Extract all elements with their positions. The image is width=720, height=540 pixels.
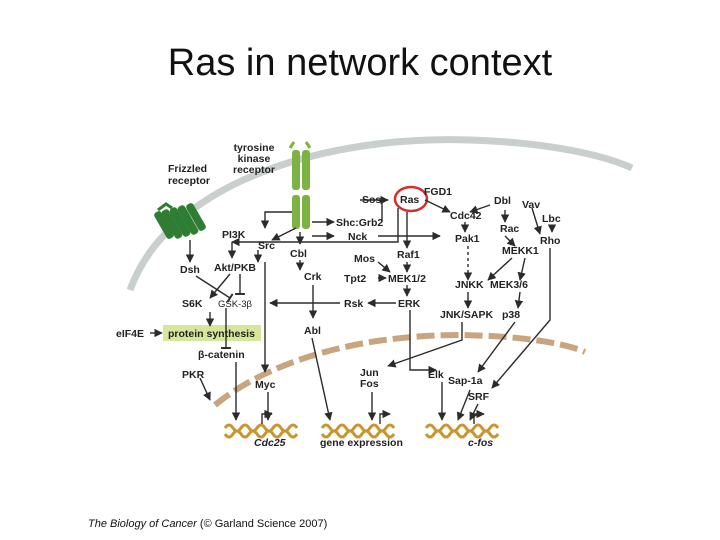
label-jnkk: JNKK xyxy=(455,279,484,291)
label-dbl: Dbl xyxy=(494,195,511,207)
label-gene-expression: gene expression xyxy=(320,437,403,449)
label-tpt2: Tpt2 xyxy=(344,273,366,285)
pathway-edges xyxy=(150,195,557,424)
label-pak1: Pak1 xyxy=(455,233,480,245)
label-rsk: Rsk xyxy=(344,298,363,310)
label-cbl: Cbl xyxy=(290,248,307,260)
label-protein-synthesis: protein synthesis xyxy=(168,328,255,340)
label-dsh: Dsh xyxy=(180,264,200,276)
label-nck: Nck xyxy=(348,231,367,243)
source-caption: The Biology of Cancer (© Garland Science… xyxy=(88,518,327,530)
label-p38: p38 xyxy=(502,309,520,321)
label-beta-catenin: β-catenin xyxy=(198,349,245,361)
label-mos: Mos xyxy=(354,253,375,265)
label-pkr: PKR xyxy=(182,369,205,381)
label-rho: Rho xyxy=(540,235,560,247)
label-sos: Sos xyxy=(362,194,381,206)
label-frizzled-receptor-2: receptor xyxy=(168,175,210,187)
label-jnk-sapk: JNK/SAPK xyxy=(440,309,494,321)
label-crk: Crk xyxy=(304,271,322,283)
dna-c-fos xyxy=(424,423,500,439)
label-myc: Myc xyxy=(255,379,276,391)
label-mek36: MEK3/6 xyxy=(490,279,528,291)
dna-cdc25 xyxy=(223,423,299,439)
label-erk: ERK xyxy=(398,298,421,310)
label-frizzled-receptor-1: Frizzled xyxy=(168,163,207,175)
label-rtk-3: receptor xyxy=(233,164,275,176)
label-src: Src xyxy=(258,240,275,252)
label-sap1a: Sap-1a xyxy=(448,375,483,387)
label-akt-pkb: Akt/PKB xyxy=(214,262,256,274)
label-gsk3b: GSK-3β xyxy=(218,299,253,310)
label-rac: Rac xyxy=(500,223,519,235)
label-c-fos: c-fos xyxy=(468,437,493,449)
label-ras: Ras xyxy=(400,194,419,206)
label-srf: SRF xyxy=(468,391,490,403)
label-vav: Vav xyxy=(522,199,540,211)
ras-highlight-circle xyxy=(393,185,429,213)
label-shc-grb2: Shc:Grb2 xyxy=(336,217,383,229)
label-jun: Jun xyxy=(360,367,379,379)
label-mekk1: MEKK1 xyxy=(502,245,539,257)
caption-book-title: The Biology of Cancer xyxy=(88,518,197,530)
protein-synthesis-box xyxy=(163,325,261,341)
label-abl: Abl xyxy=(304,325,321,337)
nuclear-membrane xyxy=(213,331,587,408)
label-elk: Elk xyxy=(428,369,444,381)
label-s6k: S6K xyxy=(182,298,203,310)
label-pi3k: PI3K xyxy=(222,229,246,241)
label-lbc: Lbc xyxy=(542,213,561,225)
label-fgd1: FGD1 xyxy=(424,186,452,198)
label-eif4e: eIF4E xyxy=(116,328,144,340)
label-mek12: MEK1/2 xyxy=(388,273,426,285)
tyrosine-kinase-receptor-shape xyxy=(288,141,312,229)
label-raf1: Raf1 xyxy=(397,249,420,261)
label-rtk-2: kinase xyxy=(238,153,271,165)
label-fos: Fos xyxy=(360,378,379,390)
label-cdc25: Cdc25 xyxy=(254,437,286,449)
frizzled-receptor-shape xyxy=(154,202,206,239)
caption-copyright: (© Garland Science 2007) xyxy=(196,518,328,530)
dna-gene-expression xyxy=(320,423,396,439)
label-cdc42: Cdc42 xyxy=(450,210,482,222)
slide-title: Ras in network context xyxy=(167,42,553,84)
label-rtk-1: tyrosine xyxy=(234,142,275,154)
